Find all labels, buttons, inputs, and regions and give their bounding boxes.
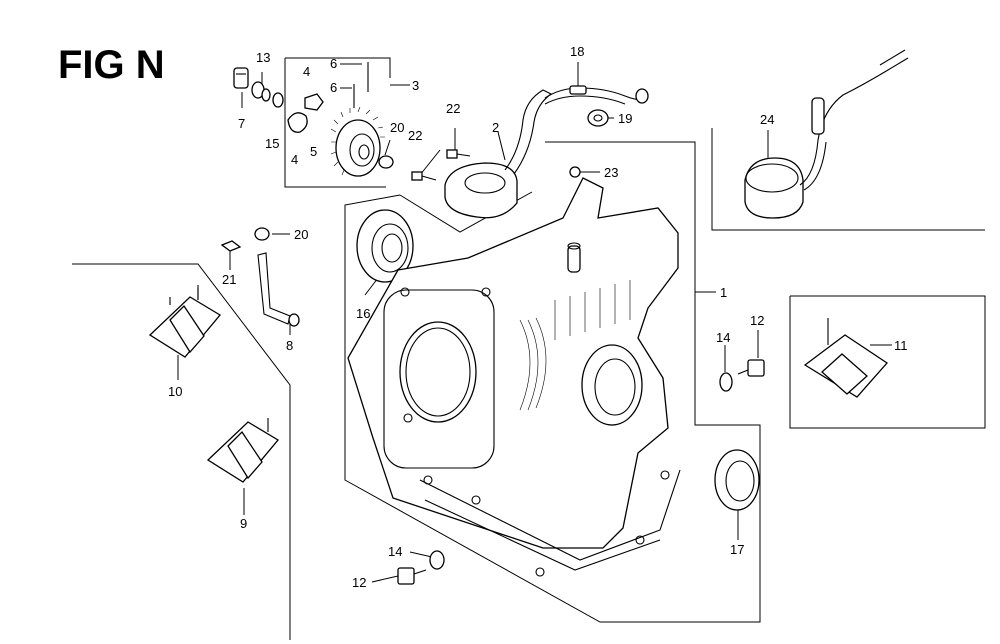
part-14-washer-right — [719, 372, 733, 392]
oil-pump-group-bracket-top — [285, 57, 391, 78]
part-14-washer-bottom — [429, 550, 445, 570]
callout-18: 18 — [570, 44, 584, 59]
callout-15: 15 — [265, 136, 279, 151]
callout-11: 11 — [894, 338, 908, 353]
callout-6b: 6 — [330, 80, 337, 95]
callout-8: 8 — [286, 338, 293, 353]
callout-12b: 12 — [352, 575, 366, 590]
callout-14a: 14 — [716, 330, 730, 345]
callout-23: 23 — [604, 165, 618, 180]
part-12-bolt-bottom — [397, 567, 427, 585]
part-22-bolt-a — [446, 149, 471, 159]
part-20-washer-a — [378, 155, 394, 169]
mount-11-bracket — [789, 295, 986, 429]
part-8-breather-tube — [257, 252, 300, 327]
callout-1: 1 — [720, 285, 727, 300]
callout-20b: 20 — [294, 227, 308, 242]
crankcase-group-outline — [344, 141, 761, 623]
figure-title: FIG N — [58, 43, 165, 87]
part-22-bolt-b — [411, 171, 437, 181]
part-20-washer-b — [254, 227, 270, 241]
callout-2: 2 — [492, 120, 499, 135]
callout-13: 13 — [256, 50, 270, 65]
callout-3: 3 — [412, 78, 419, 93]
callout-4b: 4 — [291, 152, 298, 167]
part-24-oil-level-switch-assembly — [744, 49, 909, 219]
part-17-oil-seal — [714, 449, 760, 511]
part-12-bolt-right — [737, 359, 765, 377]
oil-pump-group-bracket — [284, 58, 386, 188]
oil-switch-group-bracket — [711, 128, 985, 231]
callout-21: 21 — [222, 272, 236, 287]
callout-12a: 12 — [750, 313, 764, 328]
callout-10: 10 — [168, 384, 182, 399]
part-21-clip — [220, 240, 242, 252]
part-19-nut — [587, 109, 609, 127]
callout-labels: 1 2 3 4 4 5 6 6 7 8 9 10 11 12 12 13 14 … — [168, 44, 908, 590]
part-7-bolt — [233, 67, 249, 89]
part-11-engine-mount — [803, 318, 888, 398]
callout-19: 19 — [618, 111, 632, 126]
callout-20a: 20 — [390, 120, 404, 135]
callout-14b: 14 — [388, 544, 402, 559]
part-2-oil-level-switch — [444, 89, 553, 219]
callout-16: 16 — [356, 306, 370, 321]
part-9-engine-mount — [206, 418, 279, 483]
callout-17: 17 — [730, 542, 744, 557]
callout-7: 7 — [238, 116, 245, 131]
callout-6a: 6 — [330, 56, 337, 71]
callout-9: 9 — [240, 516, 247, 531]
part-4-rotor-b — [287, 112, 308, 133]
callout-5: 5 — [310, 144, 317, 159]
part-13-washer — [251, 81, 271, 102]
part-1-crankcase — [347, 177, 681, 577]
part-16-bearing — [356, 209, 414, 283]
callout-22b: 22 — [408, 128, 422, 143]
callout-24: 24 — [760, 112, 774, 127]
callout-22a: 22 — [446, 101, 460, 116]
part-10-engine-mount — [148, 285, 221, 358]
part-15-seal — [272, 92, 284, 108]
part-5-oil-pump-gear — [330, 106, 385, 177]
mount-group-bracket — [72, 263, 291, 640]
callout-4a: 4 — [303, 64, 310, 79]
part-4-rotor-a — [304, 93, 324, 111]
part-23-bolt — [569, 166, 581, 178]
part-18-wire-harness — [544, 85, 649, 105]
